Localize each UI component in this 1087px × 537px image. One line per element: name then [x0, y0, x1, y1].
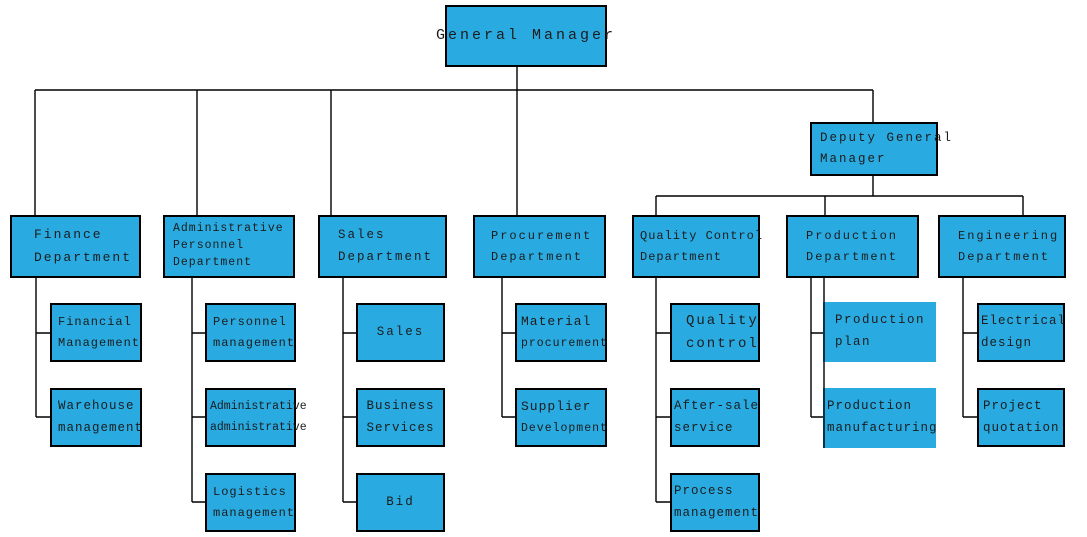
node-administrative-administrative: Administrative administrative [205, 388, 307, 447]
node-material-procurement: Material procurement [515, 303, 607, 362]
node-label: Sales [338, 227, 386, 242]
node-label: Administrative [210, 400, 307, 414]
node-label: General Manager [435, 26, 617, 44]
node-process-management: Process management [670, 473, 760, 532]
node-label: control [686, 335, 759, 352]
node-label: Engineering [958, 228, 1060, 243]
node-after-sale-service: After-sale service [670, 388, 760, 447]
node-personnel-management: Personnel management [205, 303, 296, 362]
node-production-plan: Production plan [823, 302, 936, 362]
node-label: management [674, 505, 760, 520]
node-engineering-department: Engineering Department [938, 215, 1066, 278]
node-label: Department [640, 249, 723, 264]
node-label: procurement [521, 336, 608, 350]
node-label: Administrative [173, 222, 284, 236]
node-label: Process [674, 483, 734, 498]
node-label: Deputy General [820, 130, 954, 145]
node-procurement-department: Procurement Department [473, 215, 606, 278]
node-finance-department: Finance Department [10, 215, 141, 278]
node-label: plan [835, 335, 872, 349]
node-label: Personnel [213, 314, 287, 329]
node-label: management [58, 420, 144, 435]
node-label: service [674, 420, 734, 435]
node-quality-control: Quality control [670, 303, 760, 362]
node-quality-control-department: Quality Control Department [632, 215, 764, 278]
node-label: management [213, 335, 296, 350]
node-label: Finance [34, 226, 103, 242]
node-label: administrative [210, 420, 307, 434]
node-label: manufacturing [827, 421, 938, 435]
node-label: Services [366, 420, 435, 435]
node-warehouse-management: Warehouse management [50, 388, 142, 447]
node-bid: Bid [356, 473, 445, 532]
node-production-manufacturing: Production manufacturing [823, 388, 938, 448]
node-label: Warehouse [58, 398, 135, 413]
node-label: After-sale [674, 398, 760, 413]
node-label: Department [338, 249, 434, 264]
node-general-manager: General Manager [436, 5, 613, 67]
node-label: Sales [376, 324, 425, 339]
node-sales: Sales [356, 303, 445, 362]
node-label: Electrical [981, 313, 1067, 328]
node-label: Production [835, 313, 926, 328]
node-label: Department [173, 255, 253, 269]
node-label: Manager [820, 152, 887, 166]
node-label: Supplier [521, 399, 592, 415]
node-electrical-design: Electrical design [977, 303, 1065, 362]
node-label: Quality Control [640, 228, 764, 243]
node-label: Department [491, 249, 584, 264]
node-business-services: Business Services [356, 388, 445, 447]
node-label: Procurement [491, 228, 593, 243]
node-label: Production [827, 399, 913, 414]
node-deputy-general-manager: Deputy General Manager [810, 122, 954, 176]
node-label: Bid [386, 494, 415, 509]
node-label: Department [34, 249, 133, 265]
node-label: quotation [983, 420, 1060, 435]
node-label: Management [58, 335, 141, 350]
node-sales-department: Sales Department [318, 215, 447, 278]
node-supplier-development: Supplier Development [515, 388, 607, 447]
node-logistics-management: Logistics management [205, 473, 296, 532]
node-label: Production [806, 228, 899, 243]
node-label: Personnel [173, 239, 245, 253]
node-label: Material [521, 314, 592, 330]
node-financial-management: Financial Management [50, 303, 142, 362]
node-label: management [213, 505, 296, 520]
node-label: Quality [686, 313, 759, 330]
node-project-quotation: Project quotation [977, 388, 1065, 447]
node-label: Department [806, 249, 899, 264]
node-production-department: Production Department [786, 215, 919, 278]
node-administrative-personnel-department: Administrative Personnel Department [163, 215, 295, 278]
node-label: design [981, 335, 1033, 350]
node-label: Financial [58, 314, 132, 329]
node-label: Business [366, 398, 435, 413]
node-label: Development [521, 421, 608, 435]
node-label: Project [983, 398, 1043, 413]
node-label: Department [958, 249, 1051, 264]
node-label: Logistics [213, 484, 287, 499]
